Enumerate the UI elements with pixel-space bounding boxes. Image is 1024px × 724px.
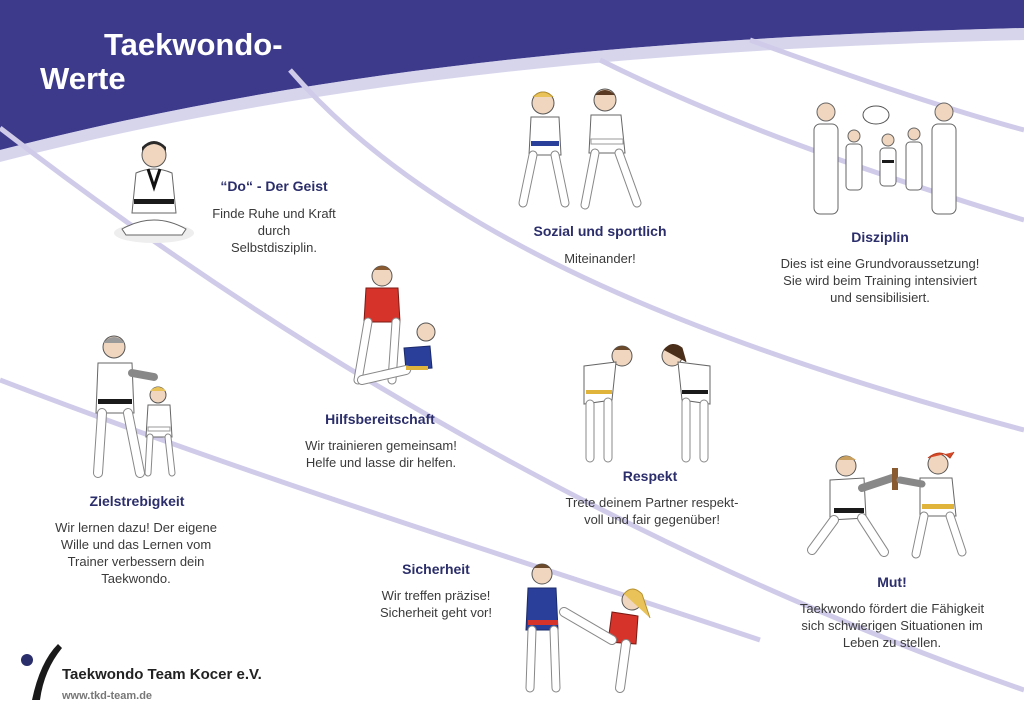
desc-line: und sensibilisiert. xyxy=(830,290,930,305)
value-heading-sicherheit: Sicherheit xyxy=(402,561,470,577)
desc-line: Taekwondo fördert die Fähigkeit xyxy=(799,601,985,616)
desc-line: Trete deinem Partner respekt- xyxy=(565,495,739,510)
desc-line: durch xyxy=(257,223,291,238)
high-kick-icon xyxy=(525,563,651,693)
desc-line: Trainer verbessern dein xyxy=(67,554,205,569)
desc-line: Wir lernen dazu! Der eigene xyxy=(55,520,217,535)
desc-line: Wir treffen präzise! xyxy=(381,588,491,603)
desc-line: Helfe und lasse dir helfen. xyxy=(305,455,457,470)
desc-line: Leben zu stellen. xyxy=(842,635,942,650)
value-desc-mut: Taekwondo fördert die Fähigkeit sich sch… xyxy=(770,600,1014,651)
desc-line: Sicherheit geht vor! xyxy=(379,605,492,620)
desc-line: Taekwondo. xyxy=(101,571,171,586)
value-desc-disziplin: Dies ist eine Grundvoraussetzung! Sie wi… xyxy=(762,255,998,306)
value-desc-do: Finde Ruhe und Kraft durch Selbstdiszipl… xyxy=(192,205,356,256)
desc-line: sich schwierigen Situationen im xyxy=(801,618,983,633)
desc-line: Wille und das Lernen vom xyxy=(60,537,212,552)
desc-line: Miteinander! xyxy=(564,251,636,266)
header-band xyxy=(0,0,1024,150)
value-heading-hilfsbereitschaft: Hilfsbereitschaft xyxy=(325,411,435,427)
value-desc-respekt: Trete deinem Partner respekt- voll und f… xyxy=(534,494,770,528)
value-heading-disziplin: Disziplin xyxy=(851,229,909,245)
club-url[interactable]: www.tkd-team.de xyxy=(62,690,153,702)
value-heading-do: “Do“ - Der Geist xyxy=(220,178,328,194)
value-heading-respekt: Respekt xyxy=(622,468,678,484)
desc-line: Wir trainieren gemeinsam! xyxy=(305,438,457,453)
value-heading-sozial: Sozial und sportlich xyxy=(533,223,667,239)
value-desc-hilfsbereitschaft: Wir trainieren gemeinsam! Helfe und lass… xyxy=(276,437,486,471)
master-student-icon xyxy=(93,335,176,478)
desc-line: Finde Ruhe und Kraft xyxy=(212,206,336,221)
sparring-pair-icon xyxy=(518,88,642,210)
helping-up-icon xyxy=(353,265,436,385)
value-desc-sozial: Miteinander! xyxy=(520,250,680,267)
desc-line: Dies ist eine Grundvoraussetzung! xyxy=(780,256,980,271)
desc-line: voll und fair gegenüber! xyxy=(584,512,720,527)
board-break-icon xyxy=(807,451,967,559)
line-up-icon xyxy=(813,102,957,215)
value-desc-sicherheit: Wir treffen präzise! Sicherheit geht vor… xyxy=(356,587,516,621)
desc-line: Selbstdisziplin. xyxy=(231,240,317,255)
club-logo-icon xyxy=(21,644,62,700)
meditating-figure-icon xyxy=(114,141,194,243)
header-band-shade xyxy=(0,28,1024,162)
page-title-line1: Taekwondo- xyxy=(104,27,283,62)
value-desc-zielstrebigkeit: Wir lernen dazu! Der eigene Wille und da… xyxy=(36,519,236,587)
value-heading-zielstrebigkeit: Zielstrebigkeit xyxy=(89,493,185,509)
bowing-pair-icon xyxy=(583,344,711,463)
page-title-line2: Werte xyxy=(40,61,126,96)
desc-line: Sie wird beim Training intensiviert xyxy=(783,273,977,288)
club-name: Taekwondo Team Kocer e.V. xyxy=(62,666,262,683)
value-heading-mut: Mut! xyxy=(877,574,907,590)
